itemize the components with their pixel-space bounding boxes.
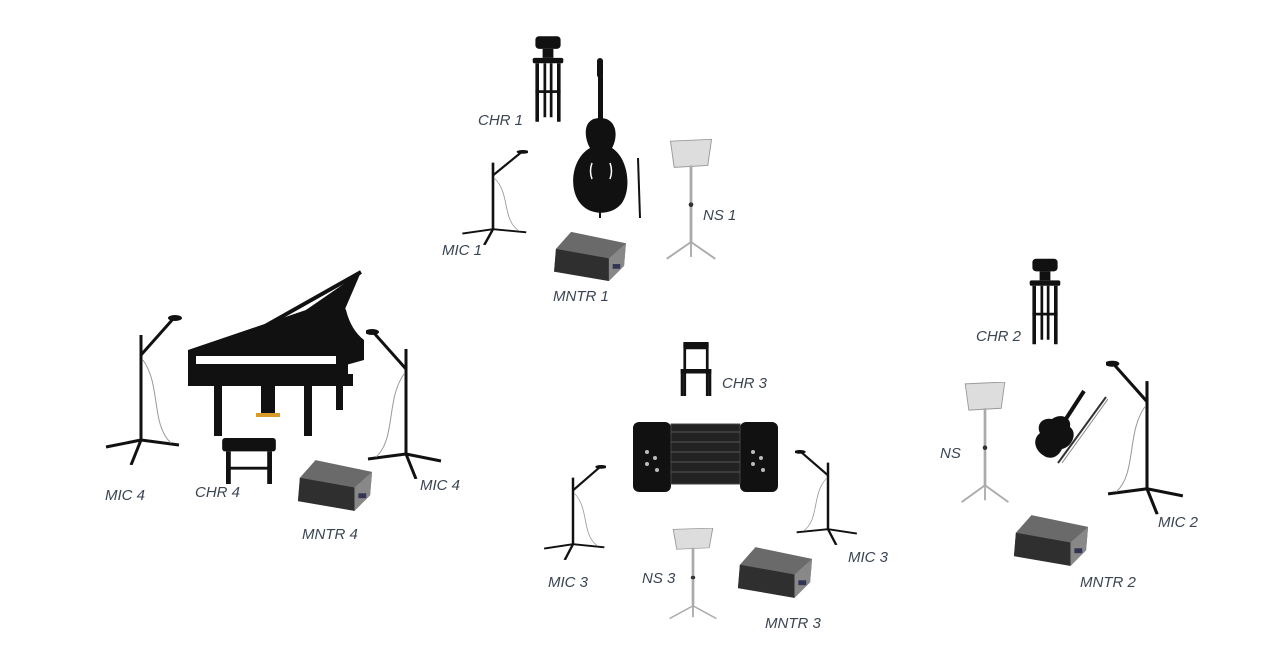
label-mic1: MIC 1 <box>442 242 483 259</box>
monitor-speaker-icon <box>552 230 628 282</box>
label-mntr1: MNTR 1 <box>553 288 609 305</box>
monitor-speaker-icon <box>296 458 374 512</box>
music-stand-icon <box>663 135 719 265</box>
label-mntr4: MNTR 4 <box>302 526 358 543</box>
bar-stool-icon <box>530 33 566 125</box>
label-ns1: NS 1 <box>703 207 737 224</box>
label-chr4: CHR 4 <box>195 484 241 501</box>
label-mic4-right: MIC 4 <box>420 477 461 494</box>
label-mic3-right: MIC 3 <box>848 549 889 566</box>
label-chr3: CHR 3 <box>722 375 768 392</box>
monitor-speaker-icon <box>1012 513 1090 567</box>
label-mntr2: MNTR 2 <box>1080 574 1136 591</box>
mic-stand-icon <box>366 328 446 480</box>
violin-icon <box>1028 385 1108 465</box>
mic-stand-icon <box>795 450 859 545</box>
double-bass-icon <box>570 58 650 218</box>
label-chr2: CHR 2 <box>976 328 1022 345</box>
label-mic2: MIC 2 <box>1158 514 1199 531</box>
grand-piano-icon <box>186 270 366 440</box>
mic-stand-icon <box>1106 360 1188 515</box>
music-stand-icon <box>960 382 1010 504</box>
label-ns3: NS 3 <box>642 570 676 587</box>
mic-stand-icon <box>542 465 606 560</box>
label-mntr3: MNTR 3 <box>765 615 821 632</box>
label-chr1: CHR 1 <box>478 112 524 129</box>
mic-stand-icon <box>100 315 182 465</box>
monitor-speaker-icon <box>736 545 814 599</box>
mic-stand-icon <box>461 150 528 245</box>
chair-icon <box>678 340 714 398</box>
label-ns2: NS <box>940 445 961 462</box>
bar-stool-icon <box>1027 255 1063 348</box>
label-mic4-left: MIC 4 <box>105 487 146 504</box>
label-mic3-left: MIC 3 <box>548 574 589 591</box>
piano-bench-icon <box>222 438 276 484</box>
bandoneon-icon <box>633 412 778 497</box>
